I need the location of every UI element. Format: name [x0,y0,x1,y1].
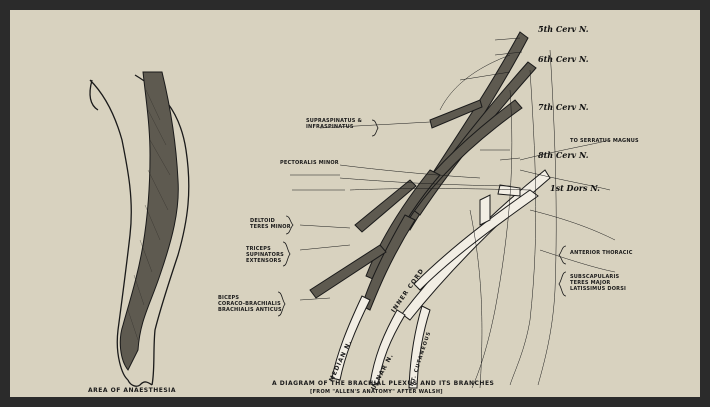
fine-nerves [290,38,615,388]
label-deltoid: DELTOID TERES MINOR [250,218,291,230]
label-pectoralis-minor: PECTORALIS MINOR [280,160,339,166]
caption-right-source: [FROM "ALLEN'S ANATOMY" AFTER WALSH] [310,389,443,395]
root-d1-label: 1st Dors N. [550,183,600,193]
caption-right-title: A DIAGRAM OF THE BRACHIAL PLEXUS AND ITS… [272,380,494,387]
root-c7-label: 7th Cerv N. [538,102,589,112]
root-c5-label: 5th Cerv N. [538,24,589,34]
anatomy-drawing [10,10,700,397]
label-serratus: TO SERRATUS MAGNUS [570,138,639,144]
illustration-plate: 5th Cerv N. 6th Cerv N. 7th Cerv N. 8th … [10,10,700,397]
plexus-cords [332,170,550,388]
label-biceps: BICEPS CORACO-BRACHIALIS BRACHIALIS ANTI… [218,295,282,313]
caption-left: AREA OF ANAESTHESIA [88,387,176,394]
root-c6-label: 6th Cerv N. [538,54,589,64]
label-subscapularis: SUBSCAPULARIS TERES MAJOR LATISSIMUS DOR… [570,274,626,292]
label-triceps: TRICEPS SUPINATORS EXTENSORS [246,246,284,264]
root-c8-label: 8th Cerv N. [538,150,589,160]
label-thoracic: ANTERIOR THORACIC [570,250,633,256]
anaesthesia-area [120,72,178,370]
label-supraspinatus: SUPRASPINATUS & INFRASPINATUS [306,118,362,130]
